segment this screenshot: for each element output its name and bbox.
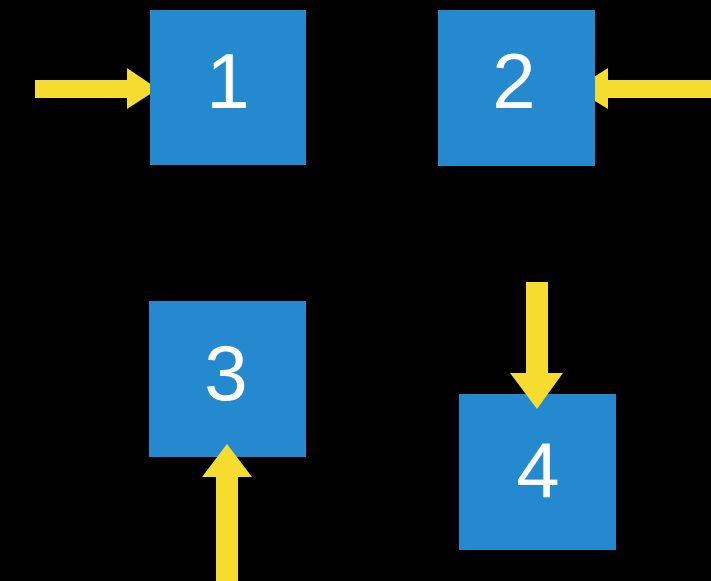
node-2[interactable]: 2 [438, 10, 595, 166]
arrow-right-into-node-1 [35, 68, 158, 109]
node-3-label: 3 [204, 329, 247, 417]
arrow-left-into-node-2 [575, 68, 711, 109]
node-3-box[interactable] [149, 301, 306, 457]
node-2-label: 2 [492, 37, 535, 125]
node-1-label: 1 [206, 37, 249, 125]
node-2-box[interactable] [438, 10, 595, 166]
arrow-down-into-node-4 [510, 282, 563, 409]
node-1-box[interactable] [150, 10, 306, 165]
node-4-label: 4 [516, 426, 559, 514]
node-1[interactable]: 1 [150, 10, 306, 165]
node-3[interactable]: 3 [149, 301, 306, 457]
node-4[interactable]: 4 [459, 394, 616, 550]
node-4-box[interactable] [459, 394, 616, 550]
arrow-up-into-node-3 [202, 444, 252, 581]
